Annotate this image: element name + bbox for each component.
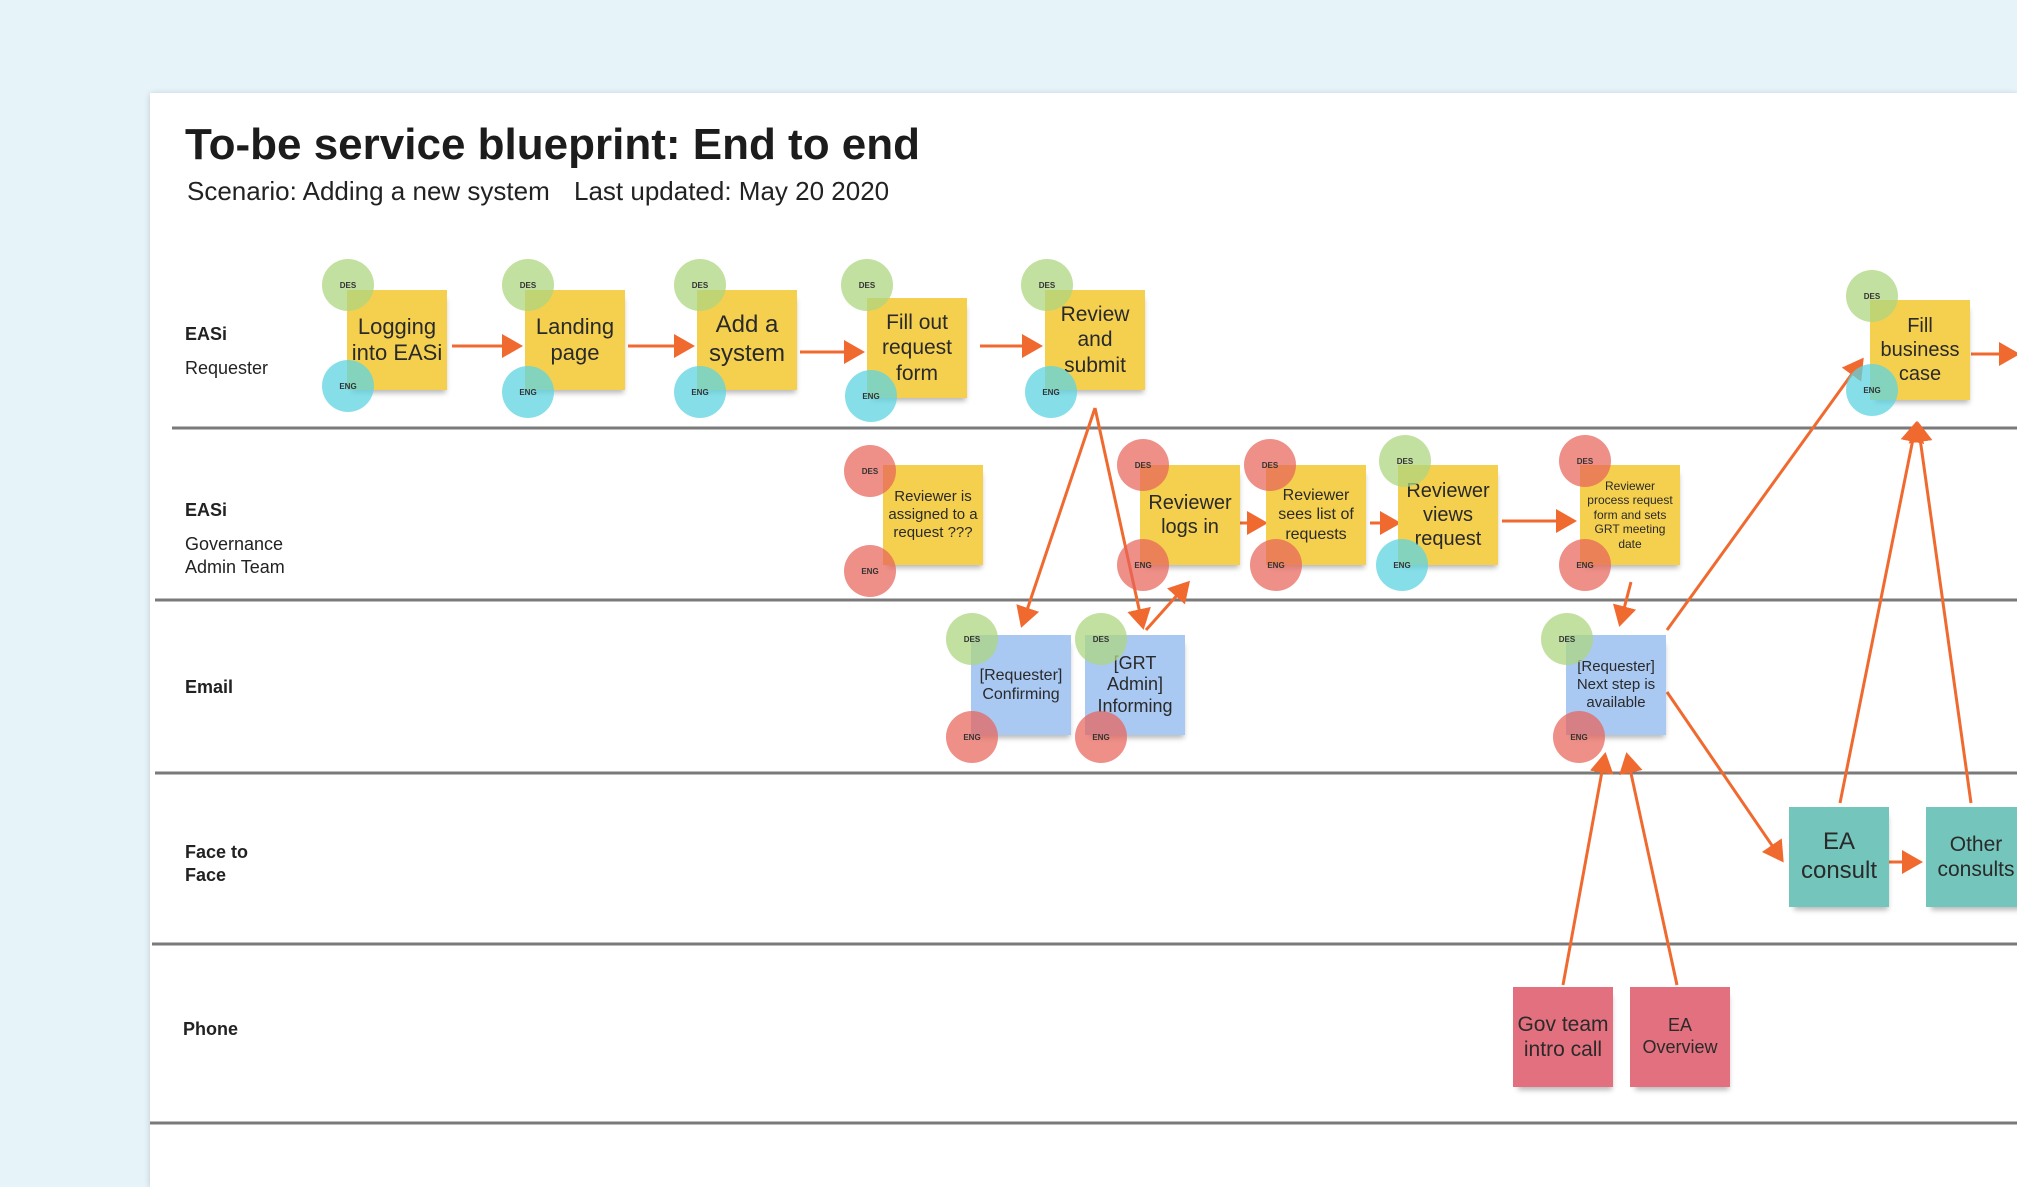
des-badge: DES — [1244, 439, 1296, 491]
lane-sub: Governance Admin Team — [185, 534, 285, 577]
lane-name: Face to Face — [185, 842, 249, 885]
last-updated-text: Last updated: May 20 2020 — [574, 176, 890, 206]
eng-badge: ENG — [1075, 711, 1127, 763]
des-badge: DES — [946, 613, 998, 665]
eng-badge: ENG — [502, 366, 554, 418]
des-badge: DES — [1075, 613, 1127, 665]
lane-label-requester: EASi Requester — [185, 324, 268, 380]
lane-label-governance: EASi Governance Admin Team — [185, 500, 285, 579]
lane-name: Email — [185, 677, 234, 697]
des-badge: DES — [502, 259, 554, 311]
page-title: To-be service blueprint: End to end — [185, 120, 921, 169]
des-badge: DES — [1117, 439, 1169, 491]
eng-badge: ENG — [1376, 539, 1428, 591]
lane-name: EASi — [185, 500, 228, 520]
eng-badge: ENG — [674, 366, 726, 418]
des-badge: DES — [1846, 270, 1898, 322]
des-badge: DES — [1379, 435, 1431, 487]
eng-badge: ENG — [844, 545, 896, 597]
lane-label-phone: Phone — [183, 1019, 238, 1040]
eng-badge: ENG — [1117, 539, 1169, 591]
lane-label-email: Email — [185, 677, 233, 698]
scenario-text: Scenario: Adding a new system — [187, 176, 550, 206]
des-badge: DES — [322, 259, 374, 311]
des-badge: DES — [1559, 435, 1611, 487]
eng-badge: ENG — [1025, 366, 1077, 418]
des-badge: DES — [844, 445, 896, 497]
lane-label-face-to-face: Face to Face — [185, 841, 248, 887]
sticky-ea-overview: EA Overview — [1630, 987, 1730, 1087]
lane-name: Phone — [183, 1019, 239, 1039]
des-badge: DES — [674, 259, 726, 311]
eng-badge: ENG — [845, 370, 897, 422]
eng-badge: ENG — [946, 711, 998, 763]
sticky-ea-consult: EA consult — [1789, 807, 1889, 907]
eng-badge: ENG — [1553, 711, 1605, 763]
eng-badge: ENG — [322, 360, 374, 412]
des-badge: DES — [1541, 613, 1593, 665]
lane-name: EASi — [185, 324, 228, 344]
des-badge: DES — [1021, 259, 1073, 311]
eng-badge: ENG — [1250, 539, 1302, 591]
eng-badge: ENG — [1846, 364, 1898, 416]
eng-badge: ENG — [1559, 539, 1611, 591]
sticky-gov-team-intro-call: Gov team intro call — [1513, 987, 1613, 1087]
sticky-logging-into-easi: Logging into EASi — [347, 290, 447, 390]
lane-sub: Requester — [185, 358, 269, 378]
sticky-reviewer-assigned: Reviewer is assigned to a request ??? — [883, 465, 983, 565]
sticky-other-consults: Other consults — [1926, 807, 2017, 907]
des-badge: DES — [841, 259, 893, 311]
